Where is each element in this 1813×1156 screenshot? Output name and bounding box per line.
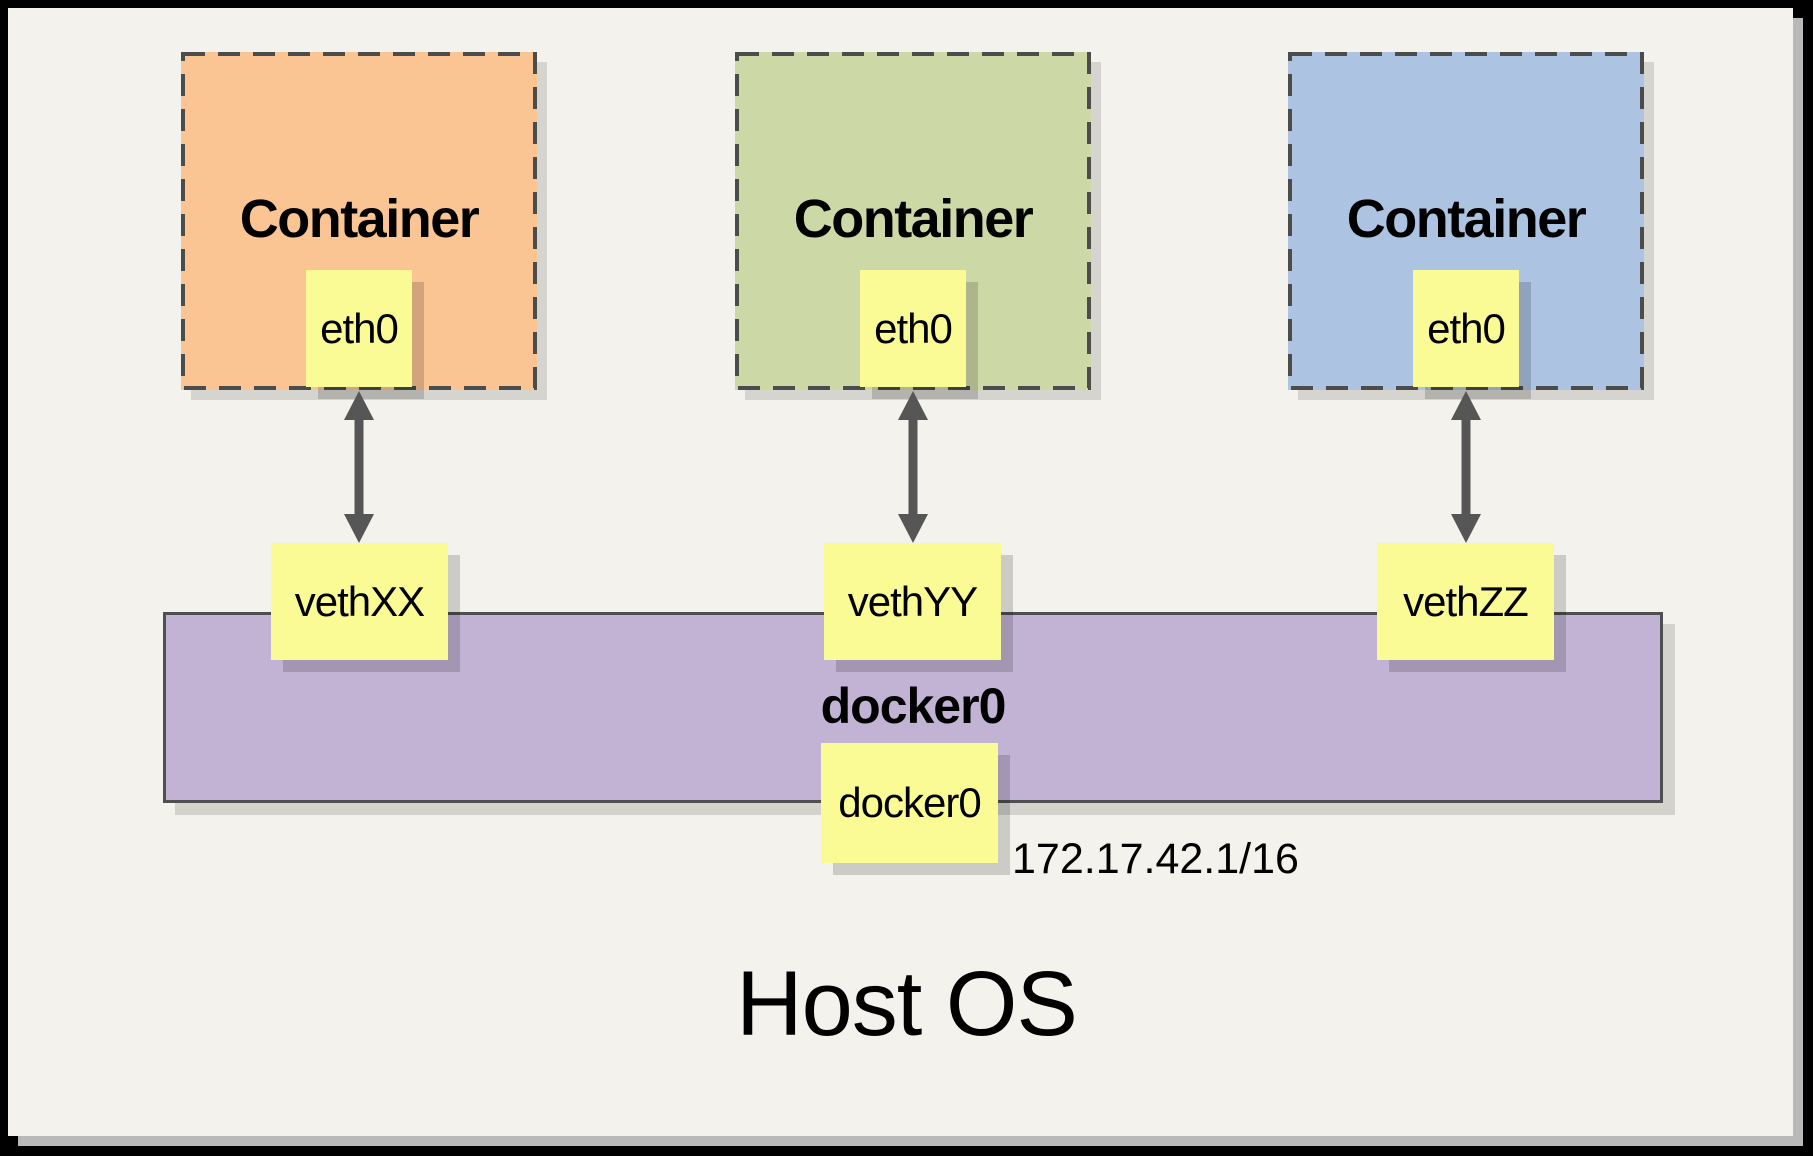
container-title: Container [793, 189, 1034, 249]
bidirectional-arrow-icon [898, 391, 928, 543]
eth0-label: eth0 [874, 304, 953, 352]
container-box-2: Container eth0 [735, 52, 1091, 390]
veth-label: vethYY [847, 577, 978, 625]
docker0-bridge-title: docker0 [820, 678, 1007, 734]
eth0-label: eth0 [1427, 304, 1506, 352]
container-box-3: Container eth0 [1288, 52, 1644, 390]
bridge-ip-address: 172.17.42.1/16 [1012, 835, 1299, 883]
dashed-border [1288, 52, 1644, 390]
eth0-interface-chip: eth0 [860, 270, 966, 387]
dashed-border [735, 52, 1091, 390]
host-os-title: Host OS [736, 953, 1078, 1055]
container-box-1: Container eth0 [181, 52, 537, 390]
dashed-border [181, 52, 537, 390]
container-title: Container [239, 189, 480, 249]
veth-interface-chip-vethyy: vethYY [824, 543, 1001, 660]
eth0-interface-chip: eth0 [1413, 270, 1519, 387]
eth0-label: eth0 [320, 304, 399, 352]
veth-label: vethXX [294, 577, 425, 625]
veth-interface-chip-vethxx: vethXX [271, 543, 448, 660]
veth-interface-chip-vethzz: vethZZ [1377, 543, 1554, 660]
bidirectional-arrow-icon [1451, 391, 1481, 543]
veth-label: vethZZ [1403, 577, 1529, 625]
bidirectional-arrow-icon [344, 391, 374, 543]
container-title: Container [1346, 189, 1587, 249]
docker0-interface-chip: docker0 [821, 743, 998, 863]
eth0-interface-chip: eth0 [306, 270, 412, 387]
docker0-interface-label: docker0 [838, 779, 981, 826]
